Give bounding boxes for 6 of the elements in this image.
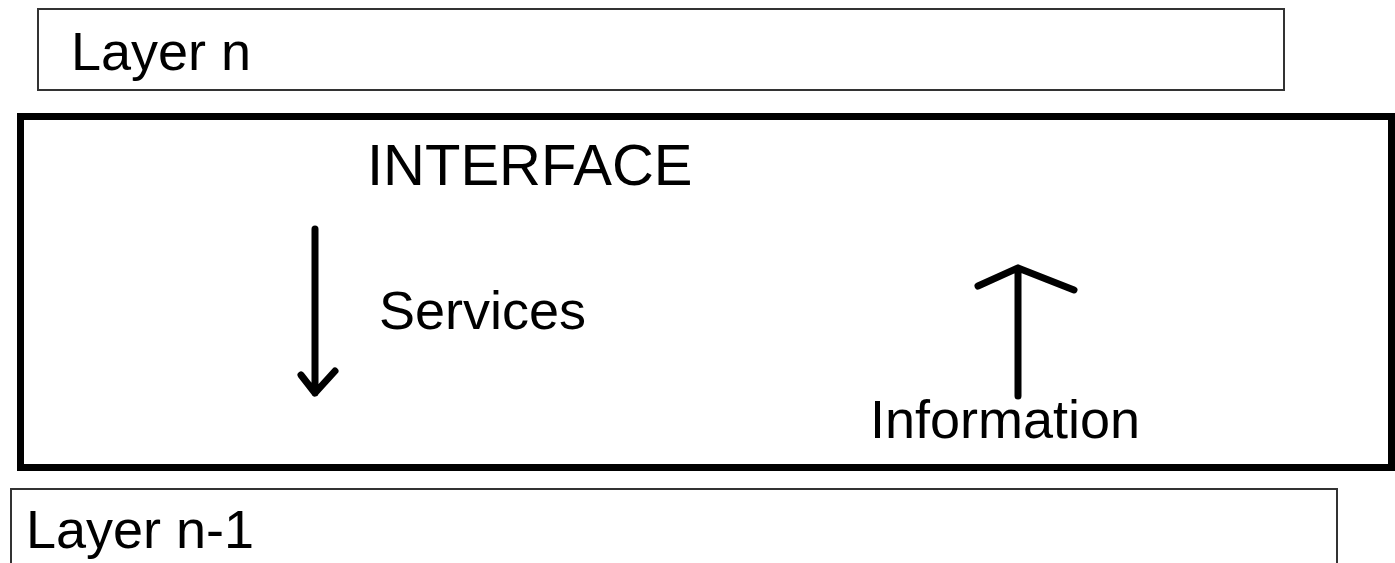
layer-box — [10, 488, 1338, 563]
direction-label: Information — [870, 392, 1141, 446]
interface-box — [17, 113, 1395, 471]
section-title: INTERFACE — [367, 136, 693, 194]
layer-box — [37, 8, 1285, 91]
direction-label: Services — [379, 283, 587, 337]
